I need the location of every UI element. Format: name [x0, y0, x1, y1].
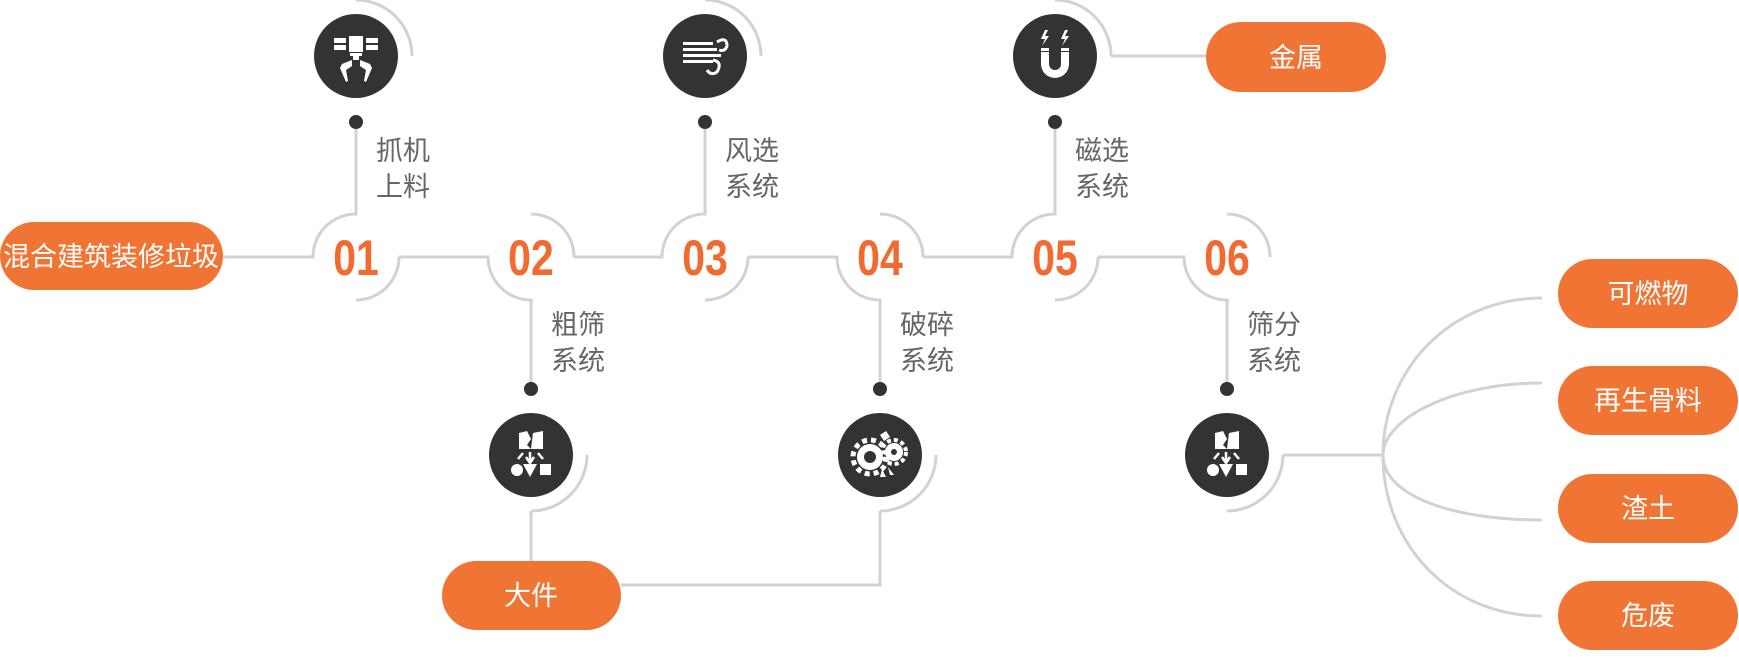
crane-grab-icon — [314, 14, 398, 98]
gears-crusher-icon — [838, 413, 922, 497]
step-label-line2: 系统 — [725, 172, 779, 203]
output-pill-combustible: 可燃物 — [1558, 259, 1738, 328]
step-label-line2: 系统 — [551, 346, 605, 377]
step-label-line1: 磁选 — [1075, 136, 1129, 167]
step-label-line2: 系统 — [900, 346, 954, 377]
step-number: 02 — [508, 230, 554, 286]
connector-lines — [223, 0, 1543, 618]
step-label-line1: 粗筛 — [551, 310, 605, 341]
output-pill-metal: 金属 — [1206, 22, 1386, 92]
output-label: 可燃物 — [1608, 279, 1689, 310]
step-number: 01 — [333, 230, 379, 286]
step-number: 06 — [1204, 230, 1250, 286]
sorting-icon — [1185, 413, 1269, 497]
step-number: 04 — [857, 230, 903, 286]
output-pill-hazardous: 危废 — [1558, 581, 1738, 650]
wind-icon — [663, 14, 747, 98]
connector-dot — [524, 382, 538, 396]
connector-dot — [873, 382, 887, 396]
connector-dot — [349, 115, 363, 129]
magnet-icon — [1013, 14, 1097, 98]
input-pill: 混合建筑装修垃圾 — [0, 222, 223, 290]
connector-dot — [1048, 115, 1062, 129]
step-number: 05 — [1032, 230, 1078, 286]
step-label-line2: 上料 — [376, 172, 430, 203]
output-label: 危废 — [1621, 601, 1675, 632]
output-pill-recycled-aggregate: 再生骨料 — [1558, 366, 1738, 435]
output-label: 再生骨料 — [1594, 386, 1702, 417]
step-label-line1: 抓机 — [376, 136, 430, 167]
step-label-line2: 系统 — [1075, 172, 1129, 203]
step-label-line1: 风选 — [725, 136, 779, 167]
output-pill-bulky: 大件 — [442, 561, 621, 630]
step-label-line1: 筛分 — [1247, 310, 1301, 341]
output-label: 大件 — [504, 581, 558, 612]
input-label: 混合建筑装修垃圾 — [3, 242, 219, 273]
output-label: 金属 — [1269, 43, 1323, 74]
output-label: 渣土 — [1621, 494, 1675, 525]
step-number: 03 — [682, 230, 728, 286]
sorting-icon — [489, 413, 573, 497]
step-label-line2: 系统 — [1247, 346, 1301, 377]
step-label-line1: 破碎 — [900, 310, 954, 341]
output-pill-soil: 渣土 — [1558, 474, 1738, 543]
connector-dot — [698, 115, 712, 129]
connector-dot — [1220, 382, 1234, 396]
connector-path — [223, 0, 1543, 618]
